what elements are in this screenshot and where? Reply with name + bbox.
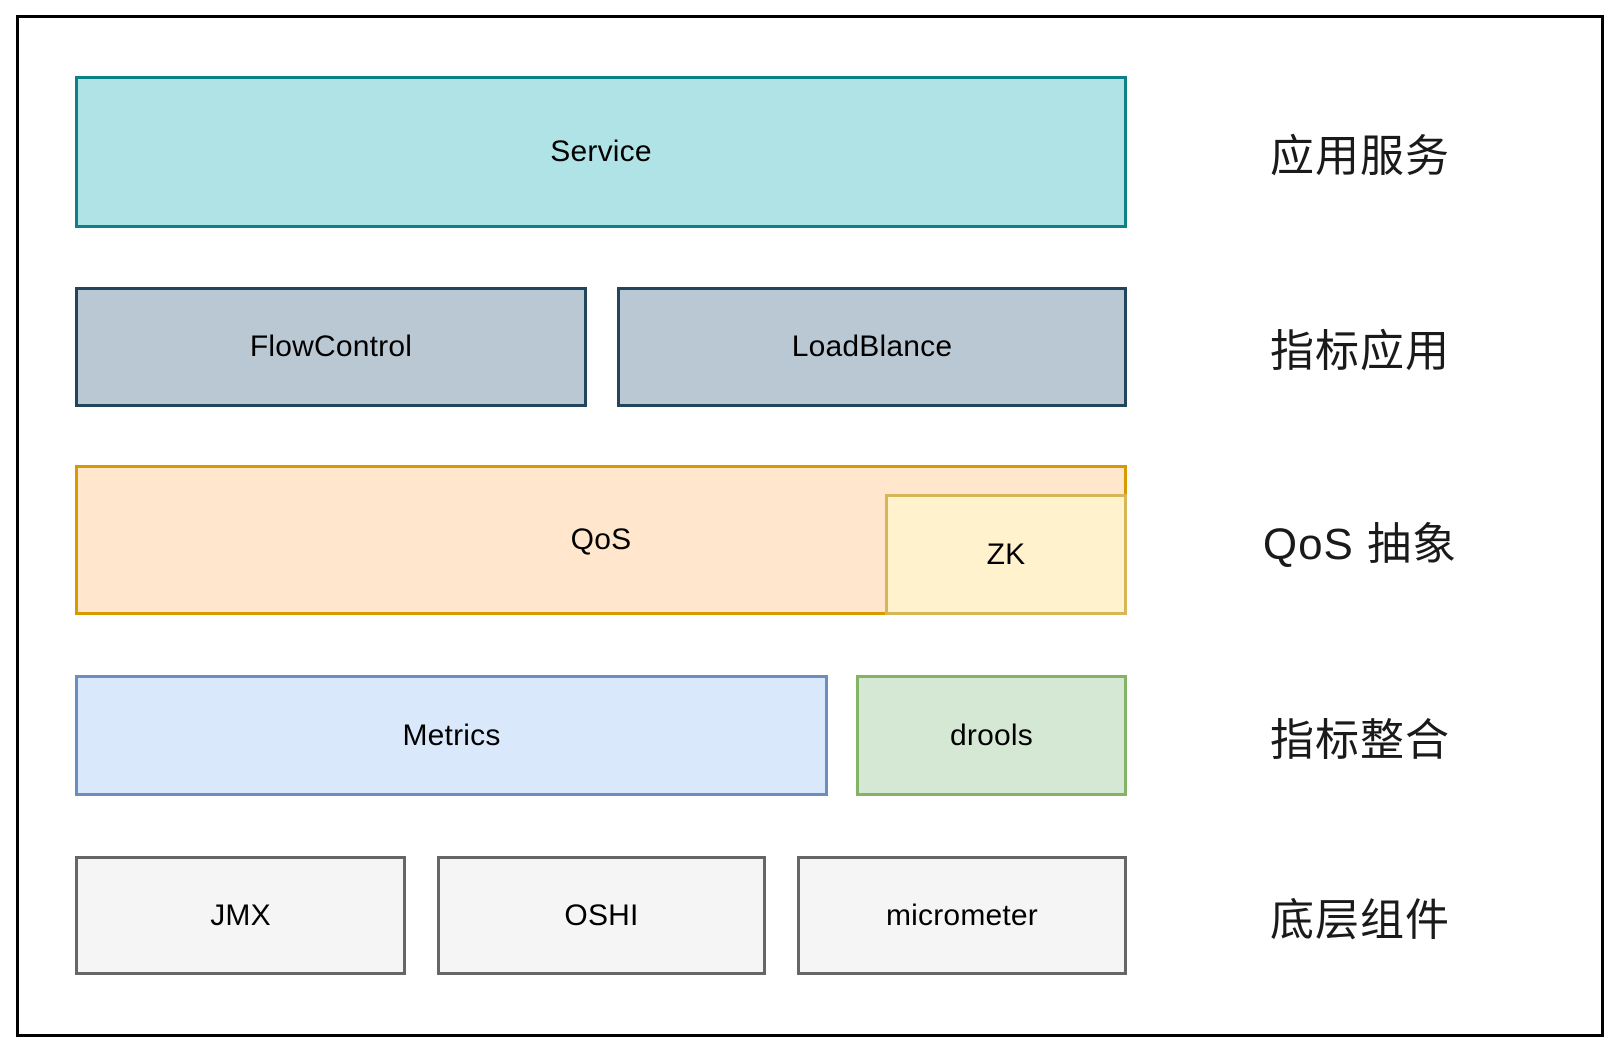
row-label-metrics-integration: 指标整合 (1270, 715, 1450, 765)
row-label-base-components: 底层组件 (1270, 895, 1450, 945)
row-label-qos-abstraction: QoS 抽象 (1262, 520, 1458, 569)
box-micrometer: micrometer (797, 856, 1127, 975)
box-flowcontrol: FlowControl (75, 287, 587, 407)
row-label-application-service: 应用服务 (1270, 132, 1450, 181)
outer-frame (16, 15, 1604, 1037)
box-drools: drools (856, 675, 1127, 796)
box-zk: ZK (885, 494, 1127, 615)
box-loadblance: LoadBlance (617, 287, 1127, 407)
box-jmx: JMX (75, 856, 406, 975)
box-oshi: OSHI (437, 856, 766, 975)
box-service: Service (75, 76, 1127, 228)
box-metrics: Metrics (75, 675, 828, 796)
row-label-metrics-application: 指标应用 (1270, 327, 1450, 376)
